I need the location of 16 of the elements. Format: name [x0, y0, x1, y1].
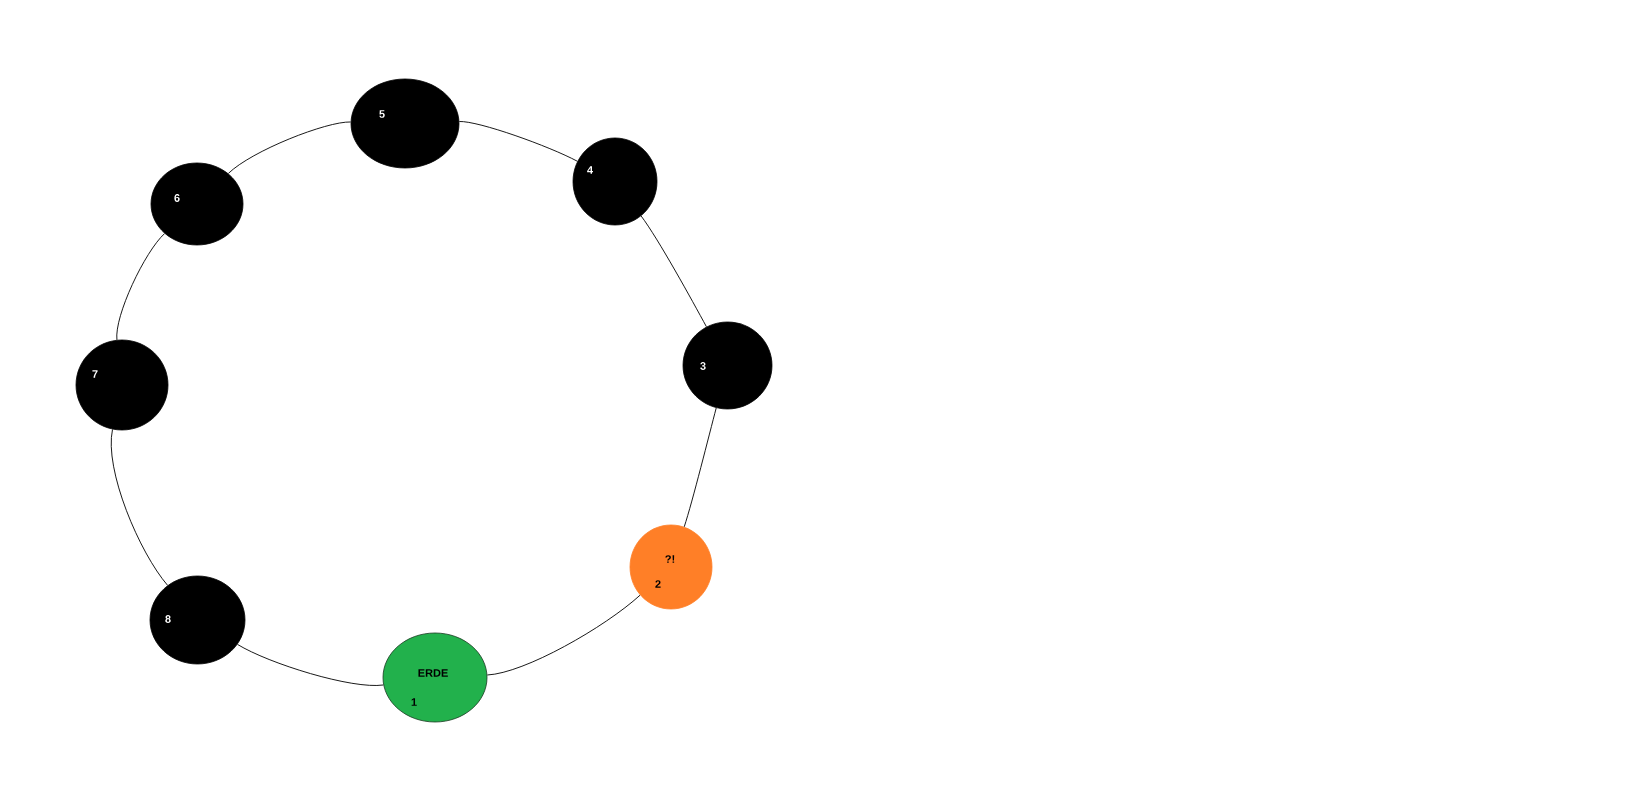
arc-line [110, 429, 169, 586]
circle-node: 8 [149, 575, 246, 665]
arc-line [237, 643, 384, 686]
arc-line [227, 121, 352, 174]
circle-node: 6 [150, 162, 244, 246]
circle-node: 5 [350, 78, 460, 169]
circle-node: ?! 2 [629, 524, 713, 610]
arc-line [116, 233, 165, 341]
circle-node: ERDE 1 [382, 632, 488, 723]
circle-node: 7 [75, 339, 169, 431]
circle-node: 3 [682, 321, 773, 410]
arc-line [458, 121, 578, 162]
circle-node: 4 [572, 137, 658, 226]
arc-line [486, 594, 641, 676]
arc-line [640, 215, 707, 328]
arc-line [683, 407, 717, 528]
